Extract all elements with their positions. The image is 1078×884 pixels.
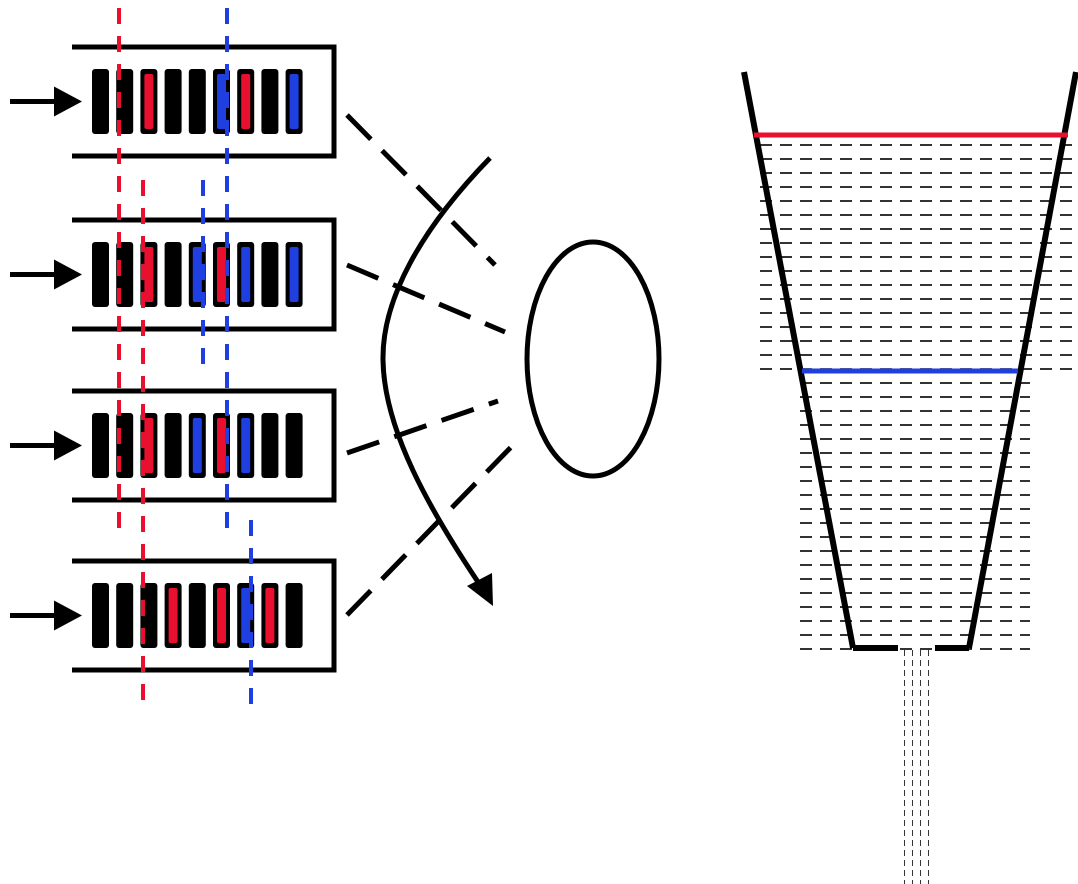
connector-line	[346, 262, 506, 335]
input-arrow-icon	[54, 600, 82, 631]
queue-slot-fill-blue	[217, 74, 226, 129]
queue-slot-black	[116, 69, 134, 134]
queue-slot-fill-red	[168, 588, 178, 643]
queue-slot-black	[261, 413, 279, 478]
marker-lines	[117, 8, 253, 712]
funnel-left-wall	[741, 71, 856, 649]
queue-slot-black	[164, 413, 182, 478]
queue-slot-fill-blue	[289, 247, 299, 302]
queue-slot-fill-blue	[192, 418, 202, 473]
queue-slot-fill-blue	[241, 247, 251, 302]
curved-arrow	[380, 156, 493, 606]
curved-arrow-path	[380, 156, 492, 584]
queue-row	[10, 217, 337, 332]
queue-box	[72, 558, 337, 673]
queue-slot-black	[116, 583, 134, 648]
queue-slot-black	[188, 583, 206, 648]
funnel	[741, 71, 1078, 884]
queue-slot-black	[164, 69, 182, 134]
queue-slot-fill-red	[144, 74, 154, 129]
connector-lines	[345, 113, 520, 617]
queue-box	[72, 388, 337, 503]
queue-slot-black	[261, 69, 279, 134]
queue-slot-fill-blue	[241, 418, 251, 473]
connector-line	[346, 398, 499, 456]
queue-slot-fill-red	[217, 588, 226, 643]
queue-slot-black	[92, 413, 109, 478]
queue-slot-black	[285, 413, 303, 478]
funnel-right-wall	[966, 71, 1078, 649]
liquid-upper	[752, 138, 1078, 372]
arrowhead-icon	[467, 573, 493, 606]
input-arrow-icon	[54, 259, 82, 290]
queue-slot-fill-blue	[289, 74, 299, 129]
queue-slot-fill-red	[144, 247, 154, 302]
queue-slot-fill-blue	[241, 588, 251, 643]
queue-slot-black	[164, 242, 182, 307]
queue-slot-black	[92, 583, 109, 648]
input-arrow-icon	[54, 430, 82, 461]
liquid-stream	[899, 648, 933, 884]
input-arrow-icon	[54, 86, 82, 117]
queue-group	[10, 44, 337, 673]
queue-slot-black	[92, 242, 109, 307]
queue-row	[10, 558, 337, 673]
queue-row	[10, 44, 337, 159]
queue-slot-fill-blue	[192, 247, 202, 302]
queue-slot-black	[188, 69, 206, 134]
oval-node	[524, 239, 662, 479]
connector-line	[345, 113, 497, 267]
queue-slot-fill-red	[144, 418, 154, 473]
queue-slot-black	[285, 583, 303, 648]
queue-box	[72, 44, 337, 159]
queue-slot-black	[261, 242, 279, 307]
queue-slot-fill-red	[265, 588, 275, 643]
queue-slot-fill-red	[217, 418, 226, 473]
connector-line	[345, 438, 520, 617]
queue-row	[10, 388, 337, 503]
queue-slot-fill-red	[217, 247, 226, 302]
queue-slot-black	[92, 69, 109, 134]
queue-slot-fill-red	[241, 74, 251, 129]
